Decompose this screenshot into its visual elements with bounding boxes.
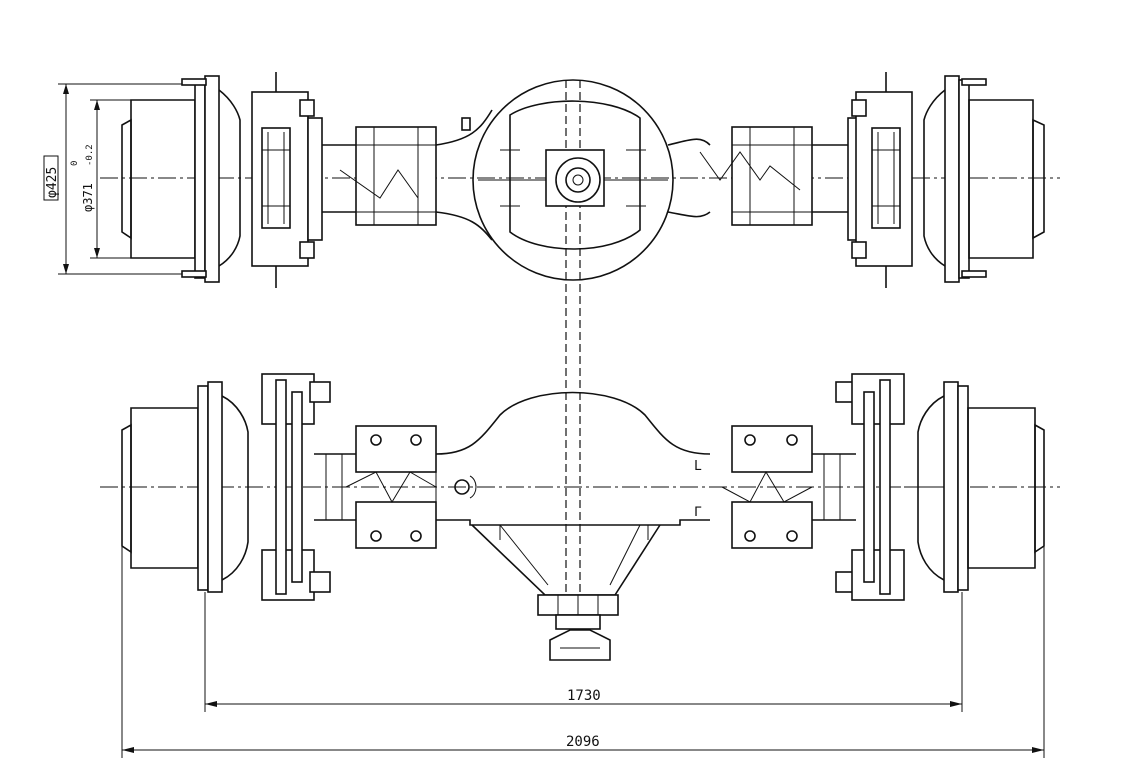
- top-right-spring-seat: [699, 126, 850, 226]
- inner-tolerance-upper: 0: [70, 161, 80, 166]
- front-right-hub: [835, 373, 1045, 601]
- inner-diameter-label: φ371: [81, 183, 95, 212]
- svg-text:Γ: Γ: [694, 505, 702, 520]
- front-differential: L Γ: [435, 391, 711, 661]
- top-left-spring-seat: [339, 126, 437, 226]
- front-view: L Γ: [100, 373, 1060, 661]
- front-left-spring-seat: [345, 425, 437, 549]
- top-differential: [435, 79, 711, 281]
- length-dimensions: 1730 2096: [121, 546, 1045, 758]
- front-right-spring-seat: [721, 425, 856, 549]
- top-left-hub: [121, 72, 360, 288]
- overall-length-label: 2096: [566, 734, 600, 750]
- inner-tolerance-lower: -0.2: [85, 144, 95, 166]
- track-width-label: 1730: [567, 688, 601, 704]
- outer-diameter-label: φ425: [45, 167, 60, 198]
- diameter-dimensions: φ425 φ371 0 -0.2: [43, 83, 182, 275]
- front-left-hub: [121, 373, 358, 601]
- svg-text:L: L: [694, 459, 702, 474]
- top-right-hub: [847, 72, 1045, 288]
- top-view: φ425 φ371 0 -0.2: [43, 72, 1060, 600]
